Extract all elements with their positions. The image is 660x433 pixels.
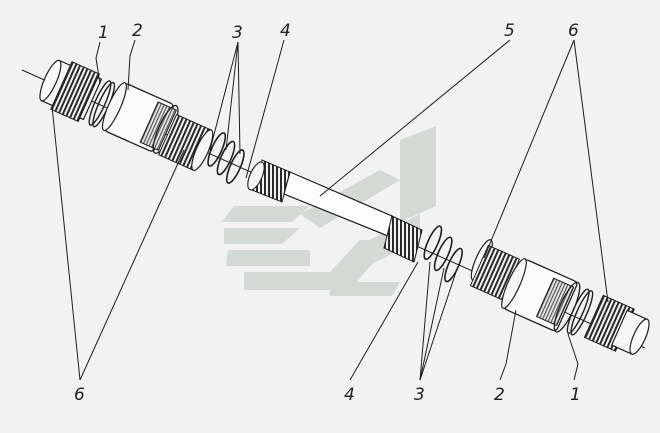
callout-label: 2 — [132, 21, 143, 41]
callout-label: 1 — [570, 385, 581, 405]
callout-label: 4 — [280, 21, 291, 41]
left-circlips — [207, 132, 245, 184]
left-sleeve — [101, 82, 179, 154]
callout-label: 5 — [504, 21, 515, 41]
right-end-gear — [583, 294, 650, 355]
callout-label: 2 — [494, 385, 505, 405]
callout-label: 6 — [568, 21, 579, 41]
left-end-gear — [39, 59, 103, 123]
left-inner-gear — [157, 113, 214, 171]
leader-lines — [51, 39, 609, 381]
right-sleeve — [501, 258, 581, 333]
right-circlips — [423, 225, 463, 283]
callout-label: 6 — [74, 385, 85, 405]
callout-label: 3 — [232, 23, 243, 43]
right-spacer-ring — [566, 288, 594, 336]
main-shaft — [247, 159, 423, 263]
callout-label: 3 — [414, 385, 425, 405]
callout-label: 4 — [344, 385, 355, 405]
callout-label: 1 — [98, 23, 109, 43]
